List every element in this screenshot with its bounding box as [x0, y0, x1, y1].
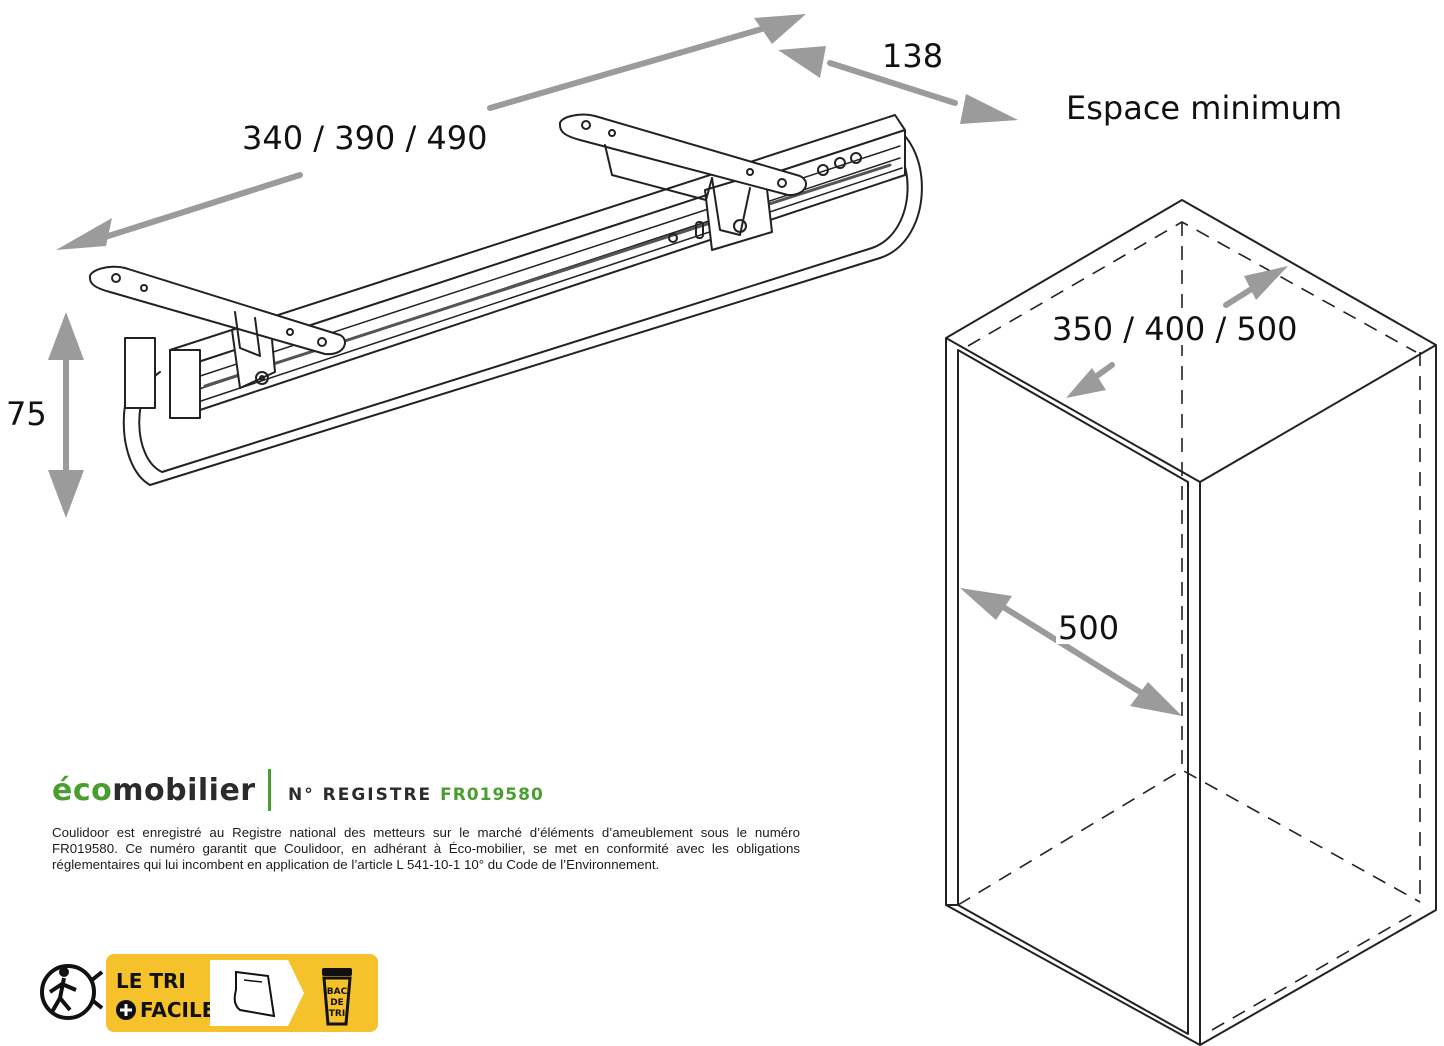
badge-text: LE TRI FACILE: [116, 969, 215, 1022]
registry-number: FR019580: [440, 785, 544, 805]
ecomobilier-block: écomobilier N° REGISTRE FR019580 Coulido…: [40, 735, 890, 1045]
svg-text:DE: DE: [330, 998, 344, 1008]
triman-badge: LE TRI FACILE BAC DE TRI: [40, 954, 378, 1032]
cabinet-drawing: [945, 199, 1437, 1046]
tri-line1: LE TRI: [116, 969, 186, 993]
rail-drawing: [89, 113, 923, 486]
svg-text:BAC: BAC: [327, 987, 348, 997]
length-dimension-label: 340 / 390 / 490: [240, 119, 490, 157]
cabinet-width-label: 500: [1056, 609, 1122, 647]
clearance-dimension-label: 138: [880, 37, 946, 75]
cabinet-depth-label: 350 / 400 / 500: [1050, 310, 1300, 348]
registry-notice: Coulidoor est enregistré au Registre nat…: [52, 825, 800, 872]
sorting-bin-icon: BAC DE TRI: [322, 968, 352, 1026]
registry-label: N° REGISTRE: [288, 785, 433, 805]
tri-line2: FACILE: [140, 998, 215, 1022]
clearance-caption: Espace minimum: [1064, 89, 1345, 127]
triman-icon: [40, 964, 96, 1020]
logo-separator: [268, 769, 271, 811]
ecomobilier-logo: écomobilier: [52, 773, 256, 808]
dimension-arrows: [63, 25, 1253, 700]
svg-text:TRI: TRI: [329, 1009, 345, 1019]
registry-line: N° REGISTRE FR019580: [288, 785, 544, 805]
arrow-heads: [48, 14, 1288, 716]
height-dimension-label: 75: [4, 395, 49, 433]
